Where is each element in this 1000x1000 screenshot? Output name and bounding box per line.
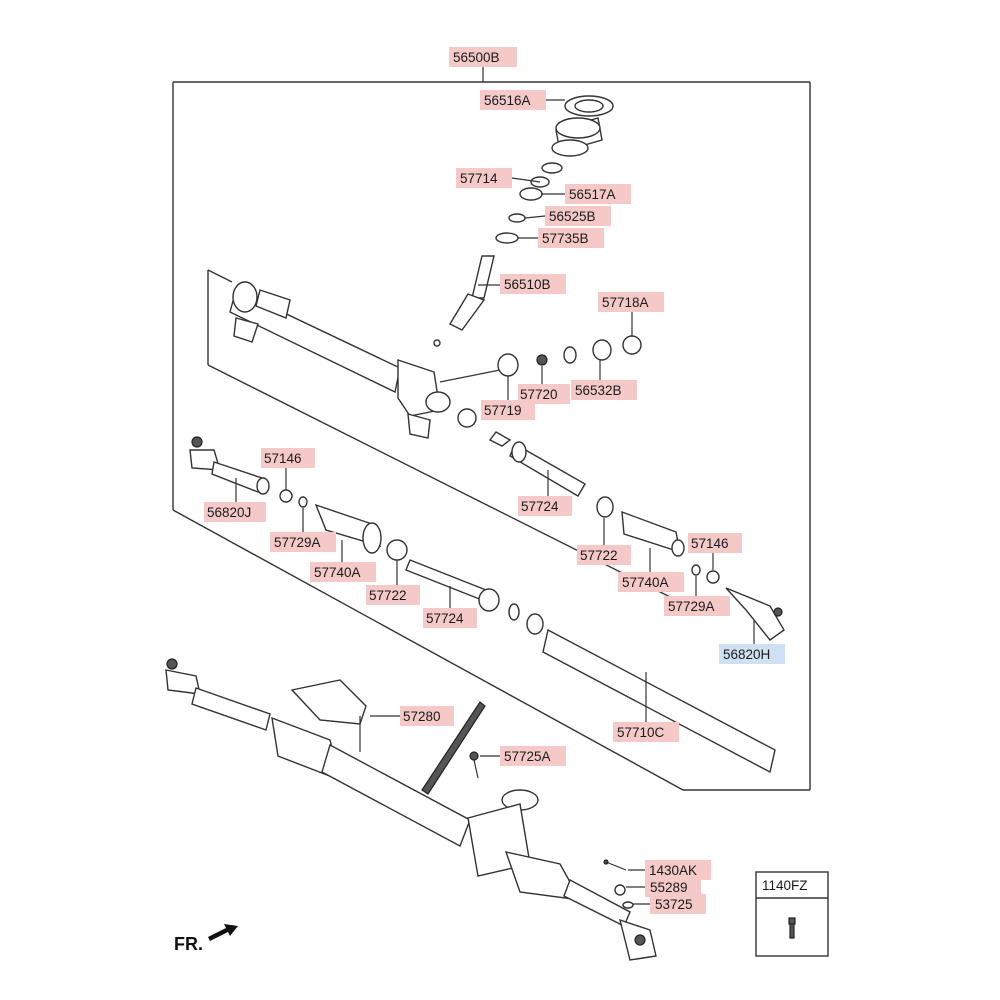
rack-housing — [229, 281, 477, 439]
bolt-icon — [788, 917, 796, 939]
label-56532B[interactable]: 56532B — [571, 380, 637, 400]
assembly-frame — [172, 67, 811, 791]
arrow-icon — [208, 924, 238, 941]
label-57710C[interactable]: 57710C — [613, 722, 679, 742]
svg-text:FR.: FR. — [174, 934, 203, 954]
label-55289[interactable]: 55289 — [645, 877, 701, 897]
housing-subframe — [207, 269, 701, 613]
label-56820J[interactable]: 56820J — [204, 502, 266, 522]
svg-text:57714: 57714 — [460, 171, 498, 186]
label-57725A[interactable]: 57725A — [500, 746, 566, 766]
label-56516A[interactable]: 56516A — [480, 90, 546, 110]
svg-text:57724: 57724 — [521, 499, 559, 514]
label-53725[interactable]: 53725 — [650, 894, 706, 914]
svg-text:57729A: 57729A — [274, 535, 321, 550]
label-1430AK[interactable]: 1430AK — [645, 860, 711, 880]
svg-text:56525B: 56525B — [549, 209, 596, 224]
svg-text:56820H: 56820H — [723, 647, 770, 662]
label-57740A-right[interactable]: 57740A — [618, 572, 684, 592]
label-56820H[interactable]: 56820H — [719, 644, 785, 664]
leader-lines — [235, 99, 755, 905]
svg-text:57740A: 57740A — [622, 575, 669, 590]
label-57714[interactable]: 57714 — [456, 168, 512, 188]
svg-text:56510B: 56510B — [504, 277, 551, 292]
label-57729A-right[interactable]: 57729A — [664, 596, 730, 616]
label-57720[interactable]: 57720 — [518, 384, 570, 404]
svg-text:57729A: 57729A — [668, 599, 715, 614]
svg-text:56820J: 56820J — [207, 505, 251, 520]
svg-text:56516A: 56516A — [484, 93, 531, 108]
svg-text:56532B: 56532B — [575, 383, 622, 398]
svg-text:57146: 57146 — [264, 451, 302, 466]
label-56510B[interactable]: 56510B — [500, 274, 566, 294]
svg-text:57280: 57280 — [403, 709, 441, 724]
label-56500B[interactable]: 56500B — [449, 47, 517, 67]
svg-text:56500B: 56500B — [453, 50, 500, 65]
label-57735B[interactable]: 57735B — [538, 228, 604, 248]
svg-text:55289: 55289 — [650, 880, 688, 895]
label-56517A[interactable]: 56517A — [565, 184, 631, 204]
svg-text:57720: 57720 — [520, 387, 558, 402]
svg-text:57740A: 57740A — [314, 565, 361, 580]
yoke-parts — [439, 335, 642, 383]
label-57718A[interactable]: 57718A — [598, 292, 664, 312]
svg-text:57710C: 57710C — [617, 725, 665, 740]
tie-rod-end-left — [189, 436, 308, 508]
svg-text:1140FZ: 1140FZ — [762, 878, 808, 893]
front-direction-indicator: FR. — [174, 924, 238, 954]
svg-text:57719: 57719 — [484, 403, 522, 418]
svg-text:56517A: 56517A — [569, 187, 616, 202]
svg-text:53725: 53725 — [655, 897, 693, 912]
svg-text:57146: 57146 — [691, 536, 729, 551]
label-57724-left[interactable]: 57724 — [423, 608, 477, 628]
svg-text:57722: 57722 — [369, 588, 407, 603]
label-57724-right[interactable]: 57724 — [518, 496, 572, 516]
label-57719[interactable]: 57719 — [481, 400, 535, 420]
label-56525B[interactable]: 56525B — [545, 206, 611, 226]
label-57722-left[interactable]: 57722 — [366, 585, 420, 605]
svg-text:57722: 57722 — [580, 548, 618, 563]
svg-text:57735B: 57735B — [542, 231, 589, 246]
label-57722-right[interactable]: 57722 — [577, 545, 631, 565]
svg-text:57724: 57724 — [426, 611, 464, 626]
svg-text:57725A: 57725A — [504, 749, 551, 764]
boot-left — [314, 503, 776, 774]
label-57280[interactable]: 57280 — [400, 706, 454, 726]
inset-1140fz[interactable]: 1140FZ — [755, 871, 829, 957]
label-57740A-left[interactable]: 57740A — [310, 562, 376, 582]
assembled-rack — [165, 658, 657, 961]
label-57146-left[interactable]: 57146 — [261, 448, 315, 468]
pinion-stack — [433, 95, 614, 347]
label-57146-right[interactable]: 57146 — [688, 533, 742, 553]
label-57729A-left[interactable]: 57729A — [270, 532, 336, 552]
svg-text:1430AK: 1430AK — [649, 863, 697, 878]
svg-text:57718A: 57718A — [602, 295, 649, 310]
